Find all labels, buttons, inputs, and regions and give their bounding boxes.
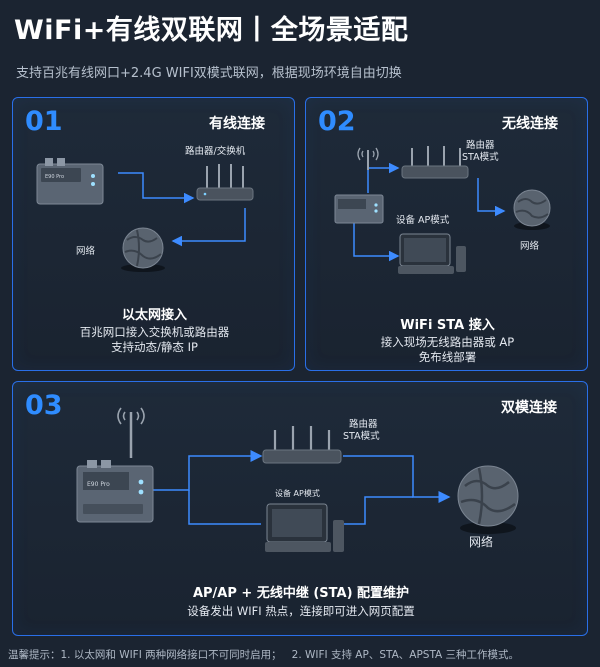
caption-line: 接入现场无线路由器或 AP <box>380 335 515 349</box>
footer-note-2: 2. WIFI 支持 AP、STA、APSTA 三种工作模式。 <box>291 649 520 661</box>
caption-line: 百兆网口接入交换机或路由器 <box>79 325 230 339</box>
dtu-device-icon <box>334 194 384 224</box>
globe-label: 网络 <box>76 246 96 257</box>
tablet-icon <box>398 233 466 274</box>
card-wired: 01 有线连接 E90 Pro 路由器/交换机 网络 以太网接入 <box>12 97 295 371</box>
globe-icon <box>513 189 551 230</box>
wifi-signal-icon <box>117 407 145 458</box>
globe-icon <box>457 465 519 534</box>
device-label: 设备 AP模式 <box>275 489 320 498</box>
router-label-line: STA模式 <box>462 152 499 163</box>
svg-text:E90 Pro: E90 Pro <box>87 481 110 488</box>
router-label-line: 路由器 <box>349 419 378 430</box>
footer-note: 温馨提示：1. 以太网和 WIFI 两种网络接口不可同时启用； 2. WIFI 支… <box>8 647 529 662</box>
card-dual-mode: 03 双模连接 E90 Pro 路由器 STA模式 设备 <box>12 381 588 636</box>
card-number: 02 <box>318 106 356 137</box>
caption-line: 设备发出 WIFI 热点，连接即可进入网页配置 <box>187 604 415 618</box>
globe-label: 网络 <box>520 241 540 252</box>
caption-title: AP/AP + 无线中继 (STA) 配置维护 <box>192 586 410 601</box>
card-wireless: 02 无线连接 路由器 STA模式 网络 设备 A <box>305 97 588 371</box>
tablet-icon <box>265 503 344 552</box>
caption-title: 以太网接入 <box>121 308 187 323</box>
device-label: 设备 AP模式 <box>396 215 450 226</box>
caption-line: 支持动态/静态 IP <box>111 340 198 354</box>
footer-prefix: 温馨提示： <box>8 649 61 661</box>
card-number: 03 <box>25 390 63 421</box>
globe-icon <box>121 227 165 272</box>
dtu-device-icon: E90 Pro <box>36 158 104 205</box>
footer-note-1: 1. 以太网和 WIFI 两种网络接口不可同时启用； <box>60 649 282 661</box>
card-number: 01 <box>25 106 63 137</box>
router-icon <box>262 426 342 464</box>
router-label: 路由器/交换机 <box>185 146 246 157</box>
router-label-line: 路由器 <box>466 140 495 151</box>
caption-line: 免布线部署 <box>418 350 477 364</box>
caption-title: WiFi STA 接入 <box>400 318 495 333</box>
svg-text:E90 Pro: E90 Pro <box>45 174 64 180</box>
page-title: WiFi+有线双联网丨全场景适配 <box>14 15 409 46</box>
card-title: 有线连接 <box>209 116 265 132</box>
globe-label: 网络 <box>469 535 494 549</box>
router-icon <box>401 146 469 179</box>
connection-lines <box>118 172 246 247</box>
connection-lines <box>153 450 451 525</box>
router-icon <box>196 164 254 201</box>
dtu-device-icon: E90 Pro <box>76 460 154 523</box>
card-title: 无线连接 <box>502 116 558 132</box>
wifi-signal-icon <box>357 147 379 170</box>
page-subtitle: 支持百兆有线网口+2.4G WIFI双模式联网，根据现场环境自由切换 <box>16 66 402 81</box>
router-label-line: STA模式 <box>343 431 380 442</box>
card-title: 双模连接 <box>501 400 557 416</box>
